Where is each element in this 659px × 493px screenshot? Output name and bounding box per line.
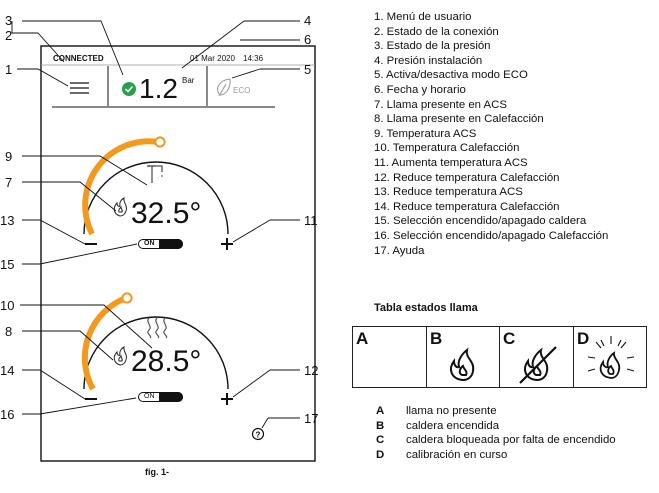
callout-4: 4 [304, 13, 312, 28]
dhw-gauge-track [83, 161, 229, 235]
flame-states-table: A B C D [352, 326, 647, 388]
legend-item: 14. Reduce temperatura Calefacción [374, 200, 560, 213]
legend-item: 4. Presión instalación [374, 54, 483, 67]
legend-item: 11. Aumenta temperatura ACS [374, 156, 528, 169]
faucet-icon [147, 165, 163, 183]
flame-cell-letter: C [503, 329, 516, 348]
callout-leaders [11, 20, 300, 429]
boiler-toggle-fill [159, 239, 183, 249]
callout-1: 1 [5, 62, 13, 77]
callout-16: 16 [0, 407, 15, 422]
flame-crossed-icon [519, 346, 557, 384]
check-circle-icon [122, 82, 136, 96]
legend-item: 6. Fecha y horario [374, 83, 466, 96]
leaf-icon[interactable] [217, 78, 231, 97]
flame-cell-d: D [573, 327, 647, 387]
dhw-gauge-knob[interactable] [154, 136, 166, 148]
callout-15: 15 [0, 257, 15, 272]
callout-7: 7 [5, 175, 13, 190]
dhw-plus-icon[interactable] [221, 238, 233, 250]
flame-icon [450, 347, 475, 382]
flame-cell-letter: D [577, 329, 590, 348]
heating-toggle[interactable]: ON [138, 392, 183, 402]
eco-label[interactable]: ECO [233, 86, 251, 95]
pressure-unit: Bar [182, 76, 195, 85]
legend-item: 15. Selección encendido/apagado caldera [374, 215, 587, 228]
heating-waves-icon [147, 317, 168, 339]
ch-gauge-knob[interactable] [121, 292, 133, 304]
callout-9: 9 [5, 149, 13, 164]
device-diagram: ? [11, 20, 316, 462]
pressure-value: 1.2 [139, 73, 178, 104]
heating-toggle-fill [159, 392, 183, 402]
callout-8: 8 [5, 324, 13, 339]
callout-3: 3 [5, 13, 13, 28]
dhw-temperature: 32.5° [131, 197, 202, 230]
callout-13: 13 [0, 213, 15, 228]
flame-cell-b: B [426, 327, 499, 387]
legend-item: 12. Reduce temperatura Calefacción [374, 171, 560, 184]
flame-cell-letter: B [430, 329, 443, 348]
callout-2: 2 [5, 28, 13, 43]
callout-17: 17 [304, 411, 319, 426]
dhw-flame-icon [113, 197, 127, 217]
svg-text:?: ? [256, 431, 261, 440]
legend-item: 13. Reduce temperatura ACS [374, 186, 523, 199]
legend-list: 1. Menú de usuario 2. Estado de la conex… [374, 10, 608, 258]
ch-temperature: 28.5° [131, 345, 202, 378]
ch-gauge-track [83, 316, 229, 390]
date-text: 01 Mar 2020 [190, 54, 235, 63]
heating-toggle-label: ON [144, 393, 155, 400]
boiler-toggle[interactable]: ON [138, 239, 183, 249]
dhw-gauge-fill [82, 138, 160, 236]
legend-item: 9. Temperatura ACS [374, 127, 477, 140]
ch-plus-icon[interactable] [221, 393, 233, 405]
legend-item: 3. Estado de la presión [374, 40, 491, 53]
menu-icon[interactable] [70, 82, 89, 94]
callout-11: 11 [304, 213, 318, 228]
ch-gauge-fill [81, 295, 128, 391]
help-icon[interactable]: ? [251, 427, 265, 441]
connection-status: CONNECTED [53, 54, 104, 63]
ch-flame-icon [113, 346, 127, 366]
time-text: 14:36 [243, 54, 264, 63]
callout-14: 14 [0, 363, 15, 378]
callout-12: 12 [304, 363, 319, 378]
legend-item: 10. Temperatura Calefacción [374, 142, 520, 155]
callout-5: 5 [304, 62, 312, 77]
device-panel-outline [40, 45, 316, 462]
figure-caption: fig. 1- [145, 467, 169, 477]
legend-item: 7. Llama presente en ACS [374, 98, 507, 111]
flame-cell-c: C [499, 327, 573, 387]
legend-item: 2. Estado de la conexión [374, 25, 499, 38]
legend-item: 1. Menú de usuario [374, 11, 472, 23]
flame-cell-a: A [353, 327, 427, 387]
legend-item: 8. Llama presente en Calefacción [374, 113, 544, 126]
flame-table-title: Tabla estados llama [374, 302, 478, 314]
boiler-toggle-label: ON [144, 240, 155, 247]
legend-item: 16. Selección encendido/apagado Calefacc… [374, 229, 609, 242]
flame-flashing-icon [587, 336, 635, 379]
callout-10: 10 [0, 298, 15, 313]
callout-6: 6 [304, 32, 312, 47]
legend-item: 5. Activa/desactiva modo ECO [374, 69, 528, 82]
flame-cell-letter: A [356, 329, 369, 348]
legend-item: 17. Ayuda [374, 244, 425, 257]
